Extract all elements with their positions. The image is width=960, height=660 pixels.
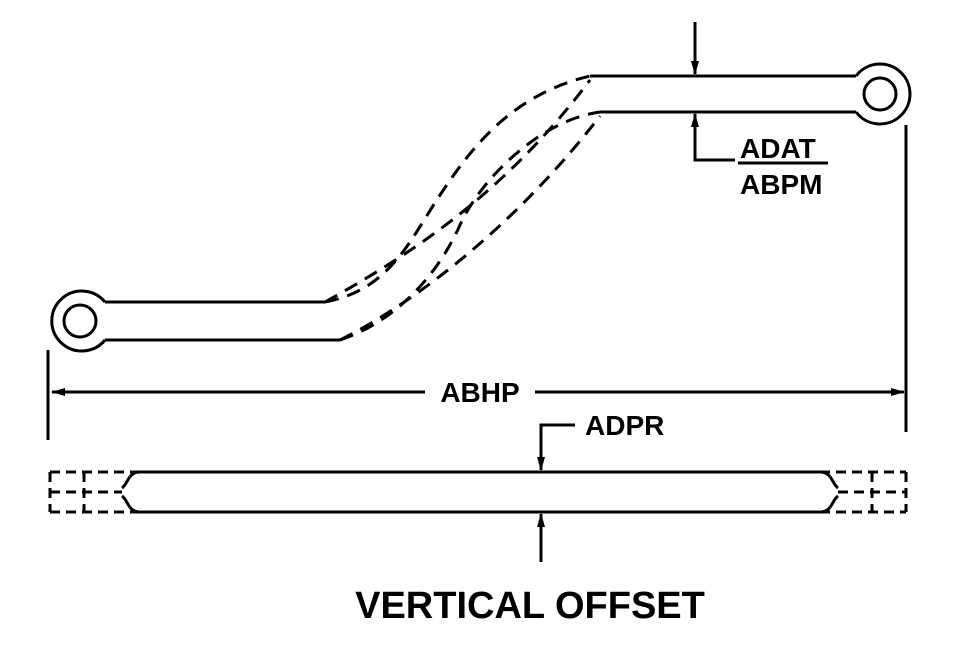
abhp-label: ABHP bbox=[440, 377, 519, 408]
overall-length-dimension bbox=[46, 125, 908, 440]
left-eye-end bbox=[50, 289, 107, 353]
side-view-bar bbox=[48, 470, 908, 514]
adat-label: ADAT bbox=[740, 133, 816, 164]
right-eye-end bbox=[854, 62, 912, 126]
offset-bar-outline bbox=[105, 74, 856, 342]
diagram-title: VERTICAL OFFSET bbox=[355, 585, 705, 627]
abpm-label: ABPM bbox=[740, 169, 822, 200]
depth-dimension bbox=[537, 423, 575, 562]
adpr-label: ADPR bbox=[585, 410, 664, 441]
offset-dashed-variants bbox=[324, 74, 602, 342]
thickness-dimension bbox=[691, 22, 735, 162]
